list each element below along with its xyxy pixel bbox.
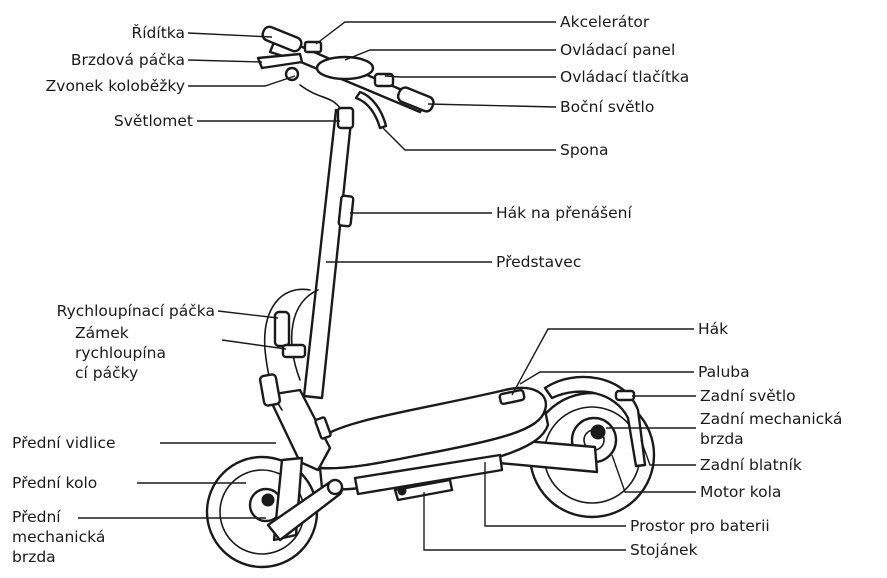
quick-release-lever [273, 310, 291, 348]
headlight-shape [336, 106, 355, 130]
bell-shape [284, 66, 300, 82]
label-predni-brzda-line2: mechanická [12, 528, 105, 546]
carry-hook-shape [337, 194, 355, 228]
label-ovladaci-panel: Ovládací panel [560, 41, 675, 59]
label-bocni-svetlo: Boční světlo [560, 98, 654, 116]
accelerator-shape [303, 40, 323, 54]
latch-block [258, 373, 282, 407]
label-prostor-baterie: Prostor pro baterii [630, 517, 770, 535]
rear-light-shape [614, 389, 636, 402]
display-panel-shape [315, 55, 375, 81]
control-buttons-shape [373, 72, 395, 88]
label-predni-brzda-line3: brzda [12, 548, 56, 566]
label-hak: Hák [698, 320, 728, 338]
label-predni-kolo: Přední kolo [12, 474, 97, 492]
label-spona: Spona [560, 141, 608, 159]
label-paluba: Paluba [698, 363, 750, 381]
label-svetlomet: Světlomet [114, 112, 193, 130]
label-stojanek: Stojánek [630, 541, 698, 559]
label-predni-vidlice: Přední vidlice [12, 434, 116, 452]
label-predstavec: Představec [496, 253, 581, 271]
scooter-illustration [205, 25, 656, 569]
stem-tube [302, 108, 354, 400]
battery-compartment [353, 453, 504, 496]
label-zvonek: Zvonek koloběžky [46, 77, 185, 95]
label-zadni-brzda-line2: brzda [700, 430, 744, 448]
neck-detail [314, 416, 332, 440]
quick-release-lock [281, 343, 307, 359]
left-grip [261, 25, 303, 53]
label-hak-prenaseni: Hák na přenášení [496, 204, 632, 222]
label-zadni-blatnik: Zadní blatník [700, 456, 802, 474]
brake-lever-shape [256, 52, 304, 70]
labels: Řídítka Brzdová páčka Zvonek koloběžky S… [12, 13, 842, 566]
label-zadni-svetlo: Zadní světlo [700, 387, 796, 405]
label-motor-kola: Motor kola [700, 483, 781, 501]
kickstand-shape [393, 478, 454, 502]
label-zadni-brzda-line1: Zadní mechanická [700, 410, 842, 428]
label-brzdova-packa: Brzdová páčka [71, 51, 185, 69]
label-zamek-line1: Zámek [75, 324, 129, 342]
clamp-shape [354, 90, 388, 130]
label-zamek-line3: cí páčky [75, 364, 138, 382]
label-ovladaci-tlacitka: Ovládací tlačítka [560, 68, 689, 86]
label-riditka: Řídítka [131, 23, 185, 42]
label-akcelerator: Akcelerátor [560, 13, 650, 31]
label-rychloupinaci-packa: Rychloupínací páčka [57, 302, 215, 320]
deck-hook-shape [498, 388, 526, 406]
cable [299, 84, 341, 109]
folding-loop-inner [290, 289, 319, 381]
front-neck [266, 388, 332, 472]
label-predni-brzda-line1: Přední [12, 508, 61, 526]
label-zamek-line2: rychloupína [75, 344, 166, 362]
right-grip [396, 86, 435, 113]
leader-lines [78, 21, 696, 551]
